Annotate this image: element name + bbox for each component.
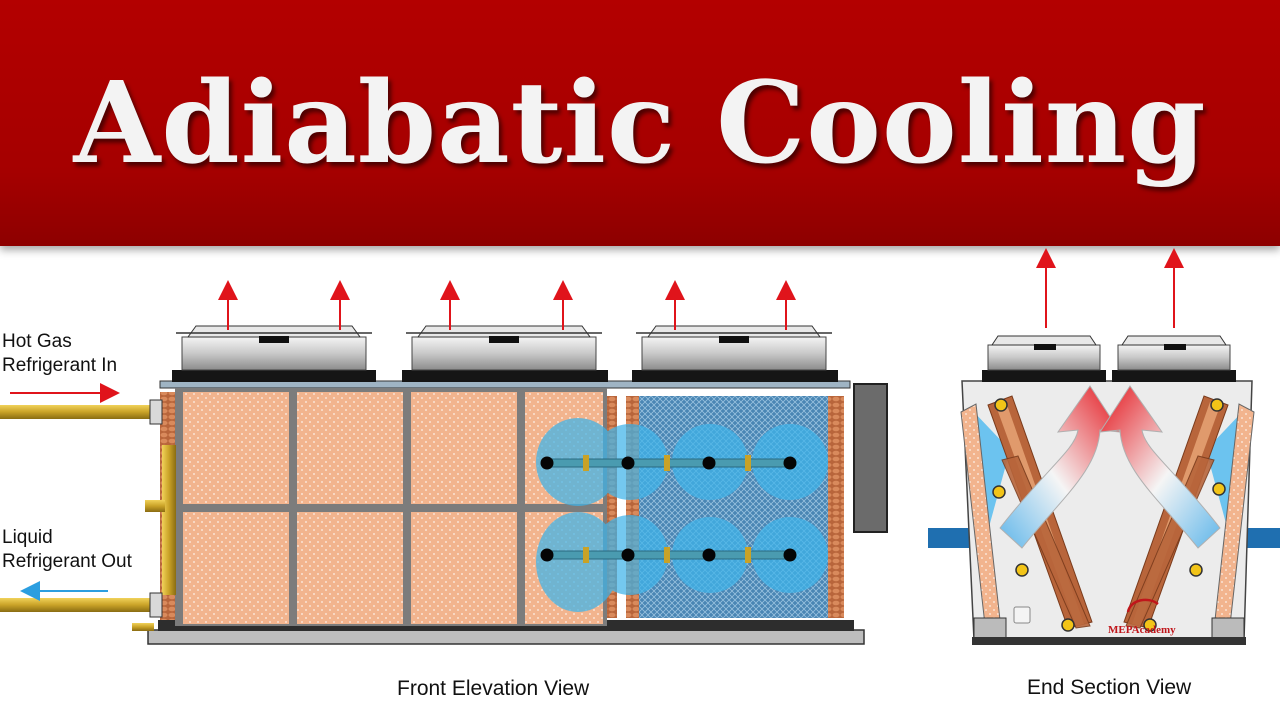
end-panel — [853, 383, 888, 533]
front-elevation-caption: Front Elevation View — [397, 677, 590, 700]
hot-gas-label-line2: Refrigerant In — [2, 355, 118, 376]
fan-1 — [172, 325, 376, 382]
copy-icon — [1013, 606, 1031, 624]
end-spray-nozzles — [992, 398, 1226, 632]
exhaust-air-arrows — [218, 280, 796, 330]
end-exhaust-arrows — [1036, 248, 1184, 328]
page-title: Adiabatic Cooling — [73, 58, 1207, 189]
end-base — [972, 637, 1246, 645]
liquid-label: Liquid Refrigerant Out — [2, 526, 132, 574]
base-plate — [147, 629, 865, 645]
hot-gas-label: Hot Gas Refrigerant In — [2, 330, 117, 378]
hot-gas-label-line1: Hot Gas — [2, 331, 72, 352]
logo-text: MEPAcademy — [1108, 624, 1176, 636]
mep-academy-logo: MEPAcademy — [1013, 598, 1176, 636]
liquid-label-line2: Refrigerant Out — [2, 551, 132, 572]
fan-3 — [632, 325, 838, 382]
end-fan-left — [982, 335, 1106, 382]
refrigerant-pipes — [0, 399, 176, 631]
end-section-unit: MEPAcademy — [928, 248, 1280, 645]
top-deck — [159, 380, 851, 389]
end-section-caption: End Section View — [1027, 676, 1192, 699]
liquid-label-line1: Liquid — [2, 527, 53, 548]
title-banner: Adiabatic Cooling — [0, 0, 1280, 246]
fan-2 — [402, 325, 608, 382]
air-flow-right — [1099, 385, 1221, 549]
end-fan-right — [1112, 335, 1236, 382]
spray-nozzles — [540, 456, 797, 562]
front-elevation-unit — [0, 280, 888, 645]
